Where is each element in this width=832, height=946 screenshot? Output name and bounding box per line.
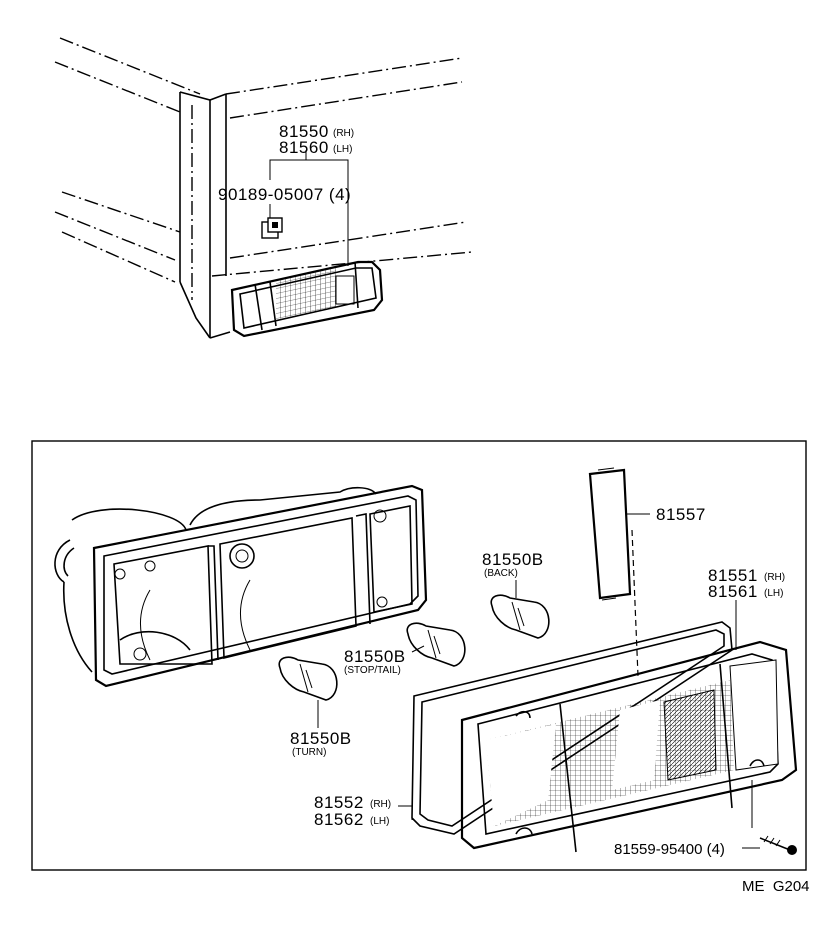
reflector-cover	[588, 467, 632, 601]
label-bulb-back-note: (BACK)	[484, 568, 518, 579]
label-81552-side: (RH)	[370, 799, 391, 810]
bulb-stop-tail	[406, 622, 466, 667]
label-bulb-stop-note: (STOP/TAIL)	[344, 665, 401, 676]
label-bulb-stop: 81550B	[344, 647, 406, 666]
label-81551-side: (RH)	[764, 572, 785, 583]
lamp-housing	[54, 484, 428, 688]
label-81561-side: (LH)	[764, 588, 783, 599]
clip-nut	[261, 217, 283, 239]
upper-lamp-assembly	[230, 260, 384, 338]
label-81557: 81557	[656, 505, 706, 524]
label-81550: 81550	[279, 122, 329, 141]
leader-stop	[411, 645, 425, 653]
figure-code: ME G204	[742, 878, 810, 895]
leader-81552	[398, 805, 413, 820]
lamp-lens	[460, 640, 798, 853]
label-81552: 81552	[314, 793, 364, 812]
label-81562: 81562	[314, 810, 364, 829]
bulb-turn	[278, 656, 338, 701]
bulb-back	[490, 594, 550, 639]
label-bulb-turn-note: (TURN)	[292, 747, 326, 758]
label-bulb-back: 81550B	[482, 550, 544, 569]
label-81562-side: (LH)	[370, 816, 389, 827]
exploded-view-frame	[31, 440, 807, 871]
label-81551: 81551	[708, 566, 758, 585]
leader-81557-dashed	[631, 529, 639, 677]
screw	[759, 835, 797, 855]
label-81560-side: (LH)	[333, 144, 352, 155]
label-81559-95400: 81559-95400 (4)	[614, 841, 725, 858]
label-90189-05007: 90189-05007 (4)	[218, 185, 351, 204]
label-bulb-turn: 81550B	[290, 729, 352, 748]
vehicle-body	[54, 37, 473, 339]
label-81550-side: (RH)	[333, 128, 354, 139]
label-81560: 81560	[279, 138, 329, 157]
label-81561: 81561	[708, 582, 758, 601]
